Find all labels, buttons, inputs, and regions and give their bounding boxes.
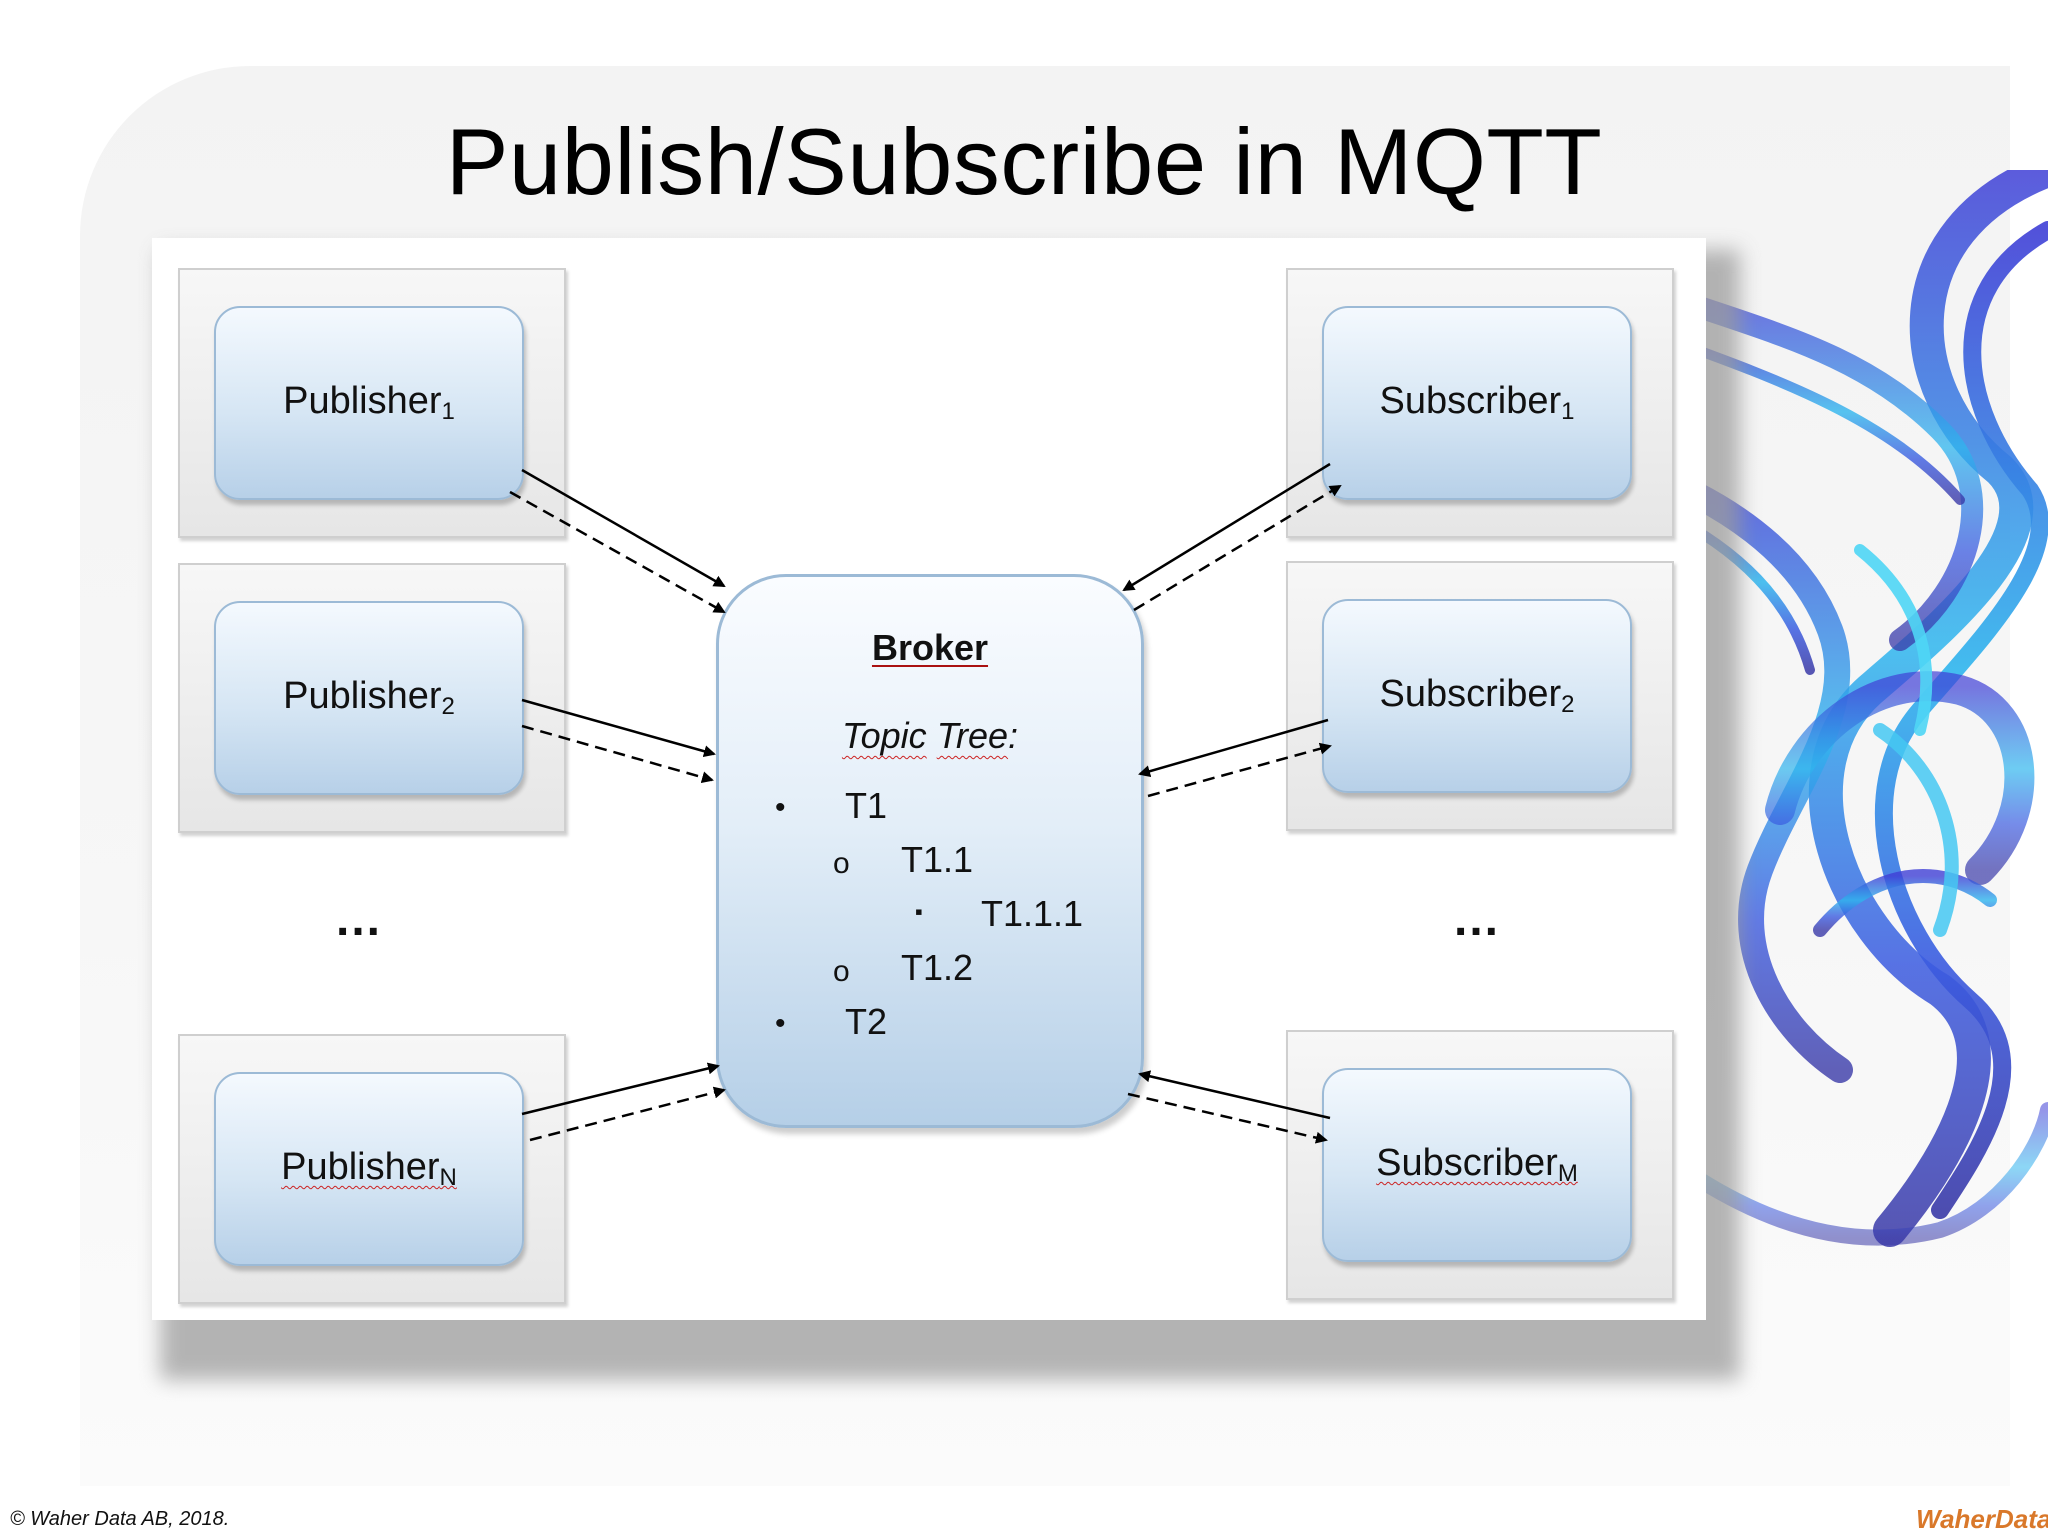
topic-item: T2 [845,1001,888,1042]
publish-arrow-1 [521,468,726,588]
publisher-1-label: Publisher1 [283,380,455,425]
publisher-ellipsis: ... [336,893,383,946]
publish-ack-arrow-1 [509,490,726,614]
publisher-n-label: PublisherN [281,1146,457,1191]
subscriber-2-label: Subscriber2 [1379,673,1575,718]
publisher-2-label: Publisher2 [283,675,455,720]
topic-bullet: • [775,791,786,824]
topic-bullet: o [833,955,850,988]
topic-tree-heading: Topic Tree: [841,715,1019,756]
broker-title: Broker [871,627,989,668]
subscriber-2-panel: Subscriber2 [1286,561,1674,831]
deliver-arrow-m [1138,1070,1331,1120]
subscribe-arrow-1 [1133,484,1342,612]
decorative-swirl-graphic [1640,170,2048,1247]
publisher-n-panel: PublisherN [178,1034,566,1304]
subscriber-2-box: Subscriber2 [1322,599,1632,793]
subscriber-ellipsis: ... [1454,893,1501,946]
subscriber-m-label: SubscriberM [1376,1142,1578,1187]
deliver-arrow-1 [1122,462,1331,592]
copyright-footer: © Waher Data AB, 2018. [10,1508,230,1530]
subscribe-arrow-2 [1147,742,1332,798]
topic-bullet: ▪ [915,899,923,924]
topic-bullet: • [775,1007,786,1040]
publisher-1-panel: Publisher1 [178,268,566,538]
subscriber-1-label: Subscriber1 [1379,380,1575,425]
subscriber-1-panel: Subscriber1 [1286,268,1674,538]
deliver-arrow-2 [1138,718,1329,778]
topic-item: T1.1 [901,839,974,880]
publisher-2-box: Publisher2 [214,601,524,795]
broker-box: Broker Topic Tree: • T1 o T1.1 ▪ T1.1.1 … [716,574,1144,1128]
topic-item: T1 [845,785,888,826]
publish-ack-arrow-n [529,1086,726,1142]
slide-title: Publish/Subscribe in MQTT [445,109,1603,214]
publish-arrow-n [521,1062,720,1116]
company-logo: WaherData [1916,1504,2048,1534]
subscribe-arrow-m [1127,1092,1328,1144]
subscriber-m-panel: SubscriberM [1286,1030,1674,1300]
subscriber-m-box: SubscriberM [1322,1068,1632,1262]
publisher-2-panel: Publisher2 [178,563,566,833]
publish-ack-arrow-2 [521,724,714,784]
topic-item: T1.1.1 [981,893,1084,934]
topic-bullet: o [833,847,850,880]
publish-arrow-2 [521,698,716,758]
topic-item: T1.2 [901,947,974,988]
publisher-n-box: PublisherN [214,1072,524,1266]
subscriber-1-box: Subscriber1 [1322,306,1632,500]
publisher-1-box: Publisher1 [214,306,524,500]
